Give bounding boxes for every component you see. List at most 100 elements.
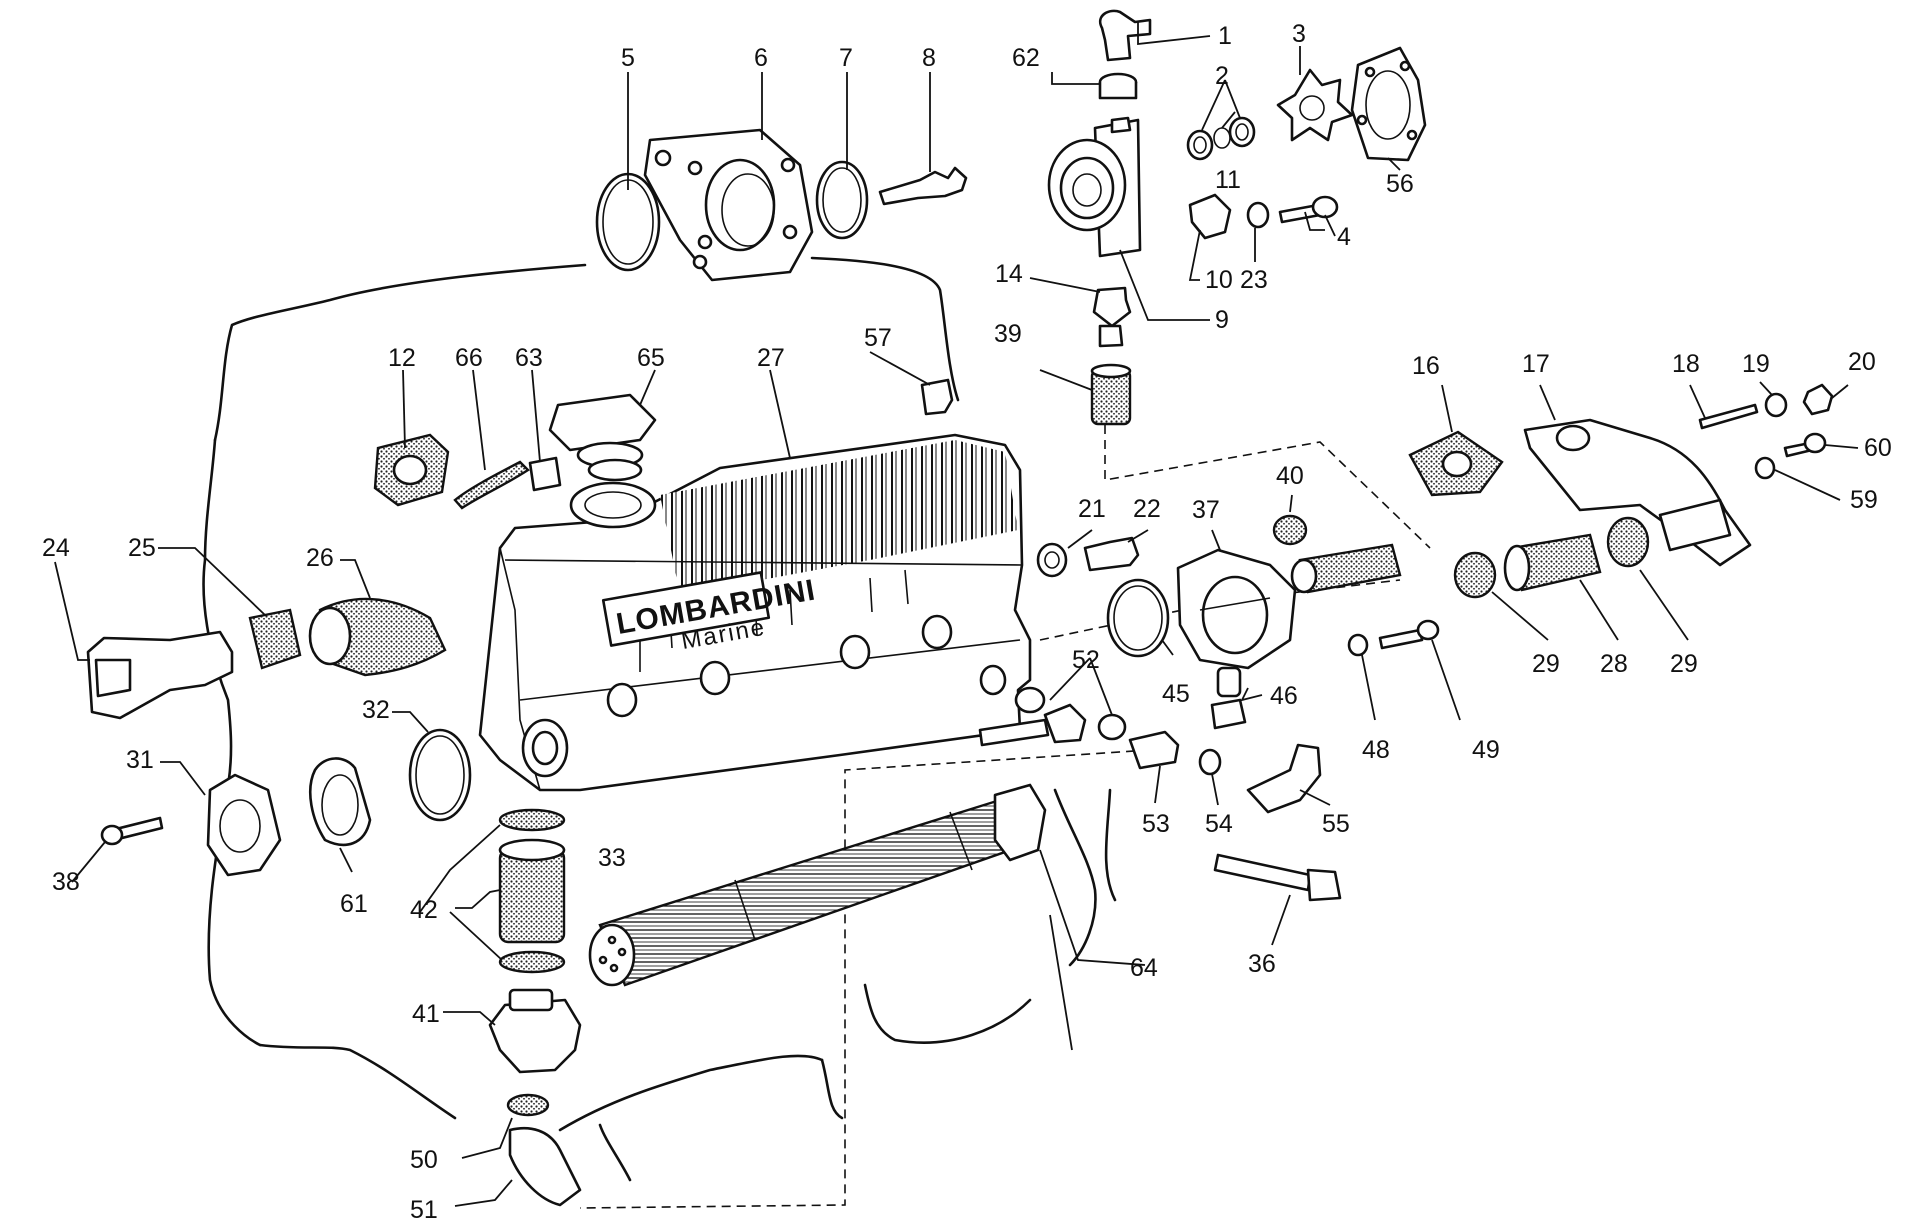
callout-7: 7: [839, 44, 853, 72]
callout-17: 17: [1522, 350, 1550, 378]
callout-49: 49: [1472, 736, 1500, 764]
callout-5: 5: [621, 44, 635, 72]
callout-19: 19: [1742, 350, 1770, 378]
sleeve-33: [498, 848, 566, 944]
clamp-42-top: [498, 808, 566, 832]
callout-55: 55: [1322, 810, 1350, 838]
screw-49: [1416, 619, 1440, 641]
washer-59: [1754, 456, 1776, 480]
callout-62: 62: [1012, 44, 1040, 72]
callout-10: 10: [1205, 266, 1233, 294]
callout-29-left: 29: [1532, 650, 1560, 678]
exhaust-flange-group: [595, 128, 968, 282]
stud-18: [1698, 403, 1759, 430]
callout-45: 45: [1162, 680, 1190, 708]
o-ring-45: [1106, 578, 1170, 658]
callout-3: 3: [1292, 20, 1306, 48]
callout-16: 16: [1412, 352, 1440, 380]
nut-20: [1802, 383, 1834, 416]
callout-48: 48: [1362, 736, 1390, 764]
callout-1: 1: [1218, 22, 1232, 50]
clamp-42-bottom: [498, 950, 566, 974]
fitting-8: [878, 166, 968, 206]
callout-2: 2: [1215, 62, 1229, 90]
callout-22: 22: [1133, 495, 1161, 523]
screw-60: [1803, 432, 1827, 454]
callout-66: 66: [455, 344, 483, 372]
callout-11: 11: [1215, 166, 1241, 194]
callout-61: 61: [340, 890, 368, 918]
washer-21: [1036, 542, 1068, 578]
screw-4: [1311, 195, 1339, 219]
callout-31: 31: [126, 746, 154, 774]
callout-42: 42: [410, 896, 438, 924]
heat-exchanger-group: [488, 783, 1047, 1207]
elbow-24: [86, 630, 234, 720]
callout-23: 23: [1240, 266, 1268, 294]
callout-29-right: 29: [1670, 650, 1698, 678]
ring-62: [1098, 82, 1138, 100]
bolt-36: [1213, 853, 1312, 892]
leader-lines: [54, 22, 1859, 1207]
callout-28: 28: [1600, 650, 1628, 678]
callout-57: 57: [864, 324, 892, 352]
callout-20: 20: [1848, 348, 1876, 376]
callout-38: 38: [52, 868, 80, 896]
callout-18: 18: [1672, 350, 1700, 378]
nipple-14: [1092, 286, 1132, 328]
callout-51: 51: [410, 1196, 438, 1222]
callout-27: 27: [757, 344, 785, 372]
tube-bundle-64: [598, 798, 1027, 987]
callout-37: 37: [1192, 496, 1220, 524]
callout-53: 53: [1142, 810, 1170, 838]
washer-19: [1764, 392, 1788, 418]
fitting-53: [1128, 730, 1180, 770]
clamp-40: [1272, 514, 1308, 546]
callout-26: 26: [306, 544, 334, 572]
hose-66: [453, 460, 530, 510]
water-pump-group: [1047, 9, 1427, 426]
callout-39: 39: [994, 320, 1022, 348]
clamp-29-left: [1453, 551, 1497, 599]
callout-52: 52: [1072, 646, 1100, 674]
clamp-25: [248, 608, 302, 670]
cover-56: [1350, 46, 1427, 162]
washer-52-a: [1014, 686, 1046, 714]
fitting-41: [488, 998, 582, 1074]
callout-21: 21: [1078, 495, 1106, 523]
clamp-29-right: [1606, 516, 1650, 568]
callout-54: 54: [1205, 810, 1233, 838]
cam-10: [1188, 193, 1232, 240]
callout-41: 41: [412, 1000, 440, 1028]
plug-57: [920, 378, 954, 416]
o-ring-32: [408, 728, 472, 822]
callout-40: 40: [1276, 462, 1304, 490]
callout-24: 24: [42, 534, 70, 562]
cover-31: [206, 773, 282, 877]
callout-25: 25: [128, 534, 156, 562]
screw-38: [100, 824, 124, 846]
callout-64: 64: [1130, 954, 1158, 982]
callout-46: 46: [1270, 682, 1298, 710]
washer-52-b: [1097, 713, 1127, 741]
callout-14: 14: [995, 260, 1023, 288]
callout-9: 9: [1215, 306, 1229, 334]
callout-33: 33: [598, 844, 626, 872]
callout-32: 32: [362, 696, 390, 724]
elbow-1: [1099, 9, 1152, 62]
callout-50: 50: [410, 1146, 438, 1174]
right-parts-group: [978, 383, 1834, 902]
callout-59: 59: [1850, 486, 1878, 514]
left-parts-group: [86, 378, 954, 877]
callout-65: 65: [637, 344, 665, 372]
cap-65: [548, 393, 657, 452]
callout-60: 60: [1864, 434, 1892, 462]
gasket-61: [308, 757, 372, 847]
elbow-55: [1246, 743, 1322, 814]
union-22: [1083, 536, 1140, 572]
callout-56: 56: [1386, 170, 1414, 198]
o-ring-7: [815, 160, 869, 240]
pin-46: [1216, 666, 1242, 698]
hose-51: [508, 1126, 582, 1207]
